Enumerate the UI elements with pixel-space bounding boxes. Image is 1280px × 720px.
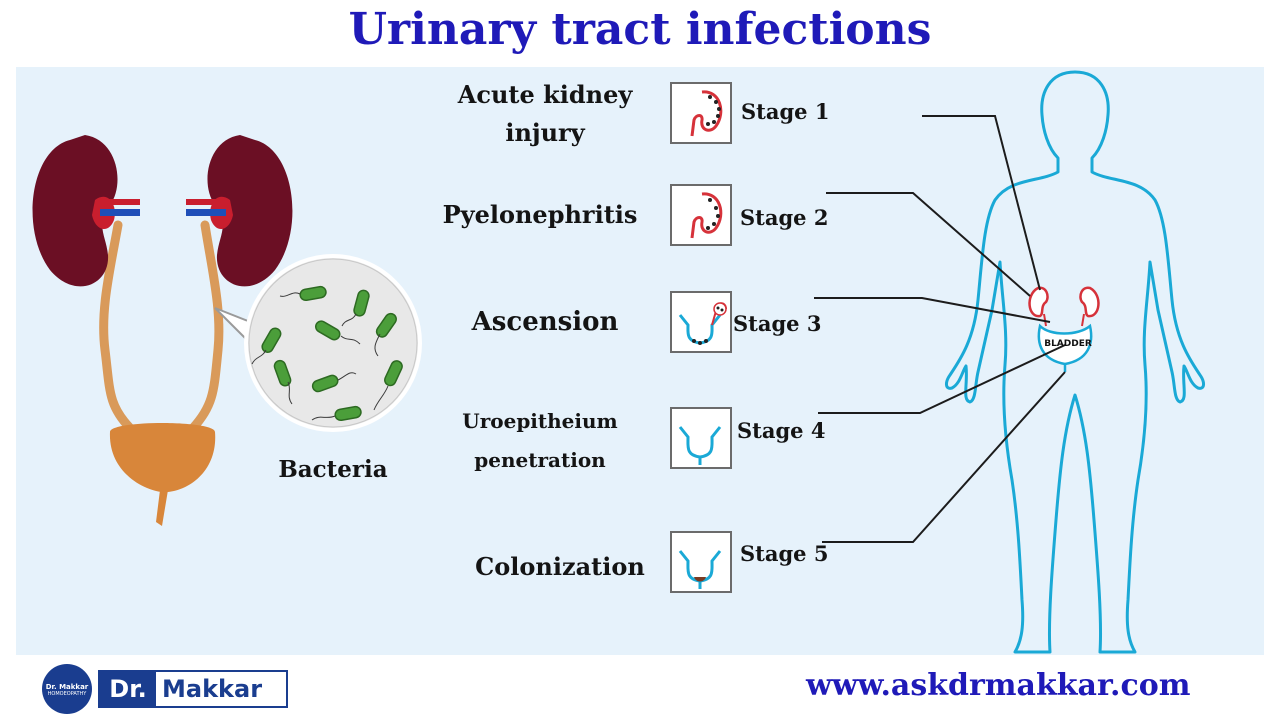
right-kidney [207, 135, 293, 287]
website-link[interactable]: www.askdrmakkar.com [806, 668, 1191, 703]
leader-line-stage-4 [818, 344, 1066, 414]
left-renal-vein [100, 209, 140, 216]
right-ureter [188, 220, 224, 433]
stage-1-kidney-icon [670, 82, 732, 144]
left-kidney [32, 135, 118, 287]
urethra [156, 490, 168, 526]
leader-line-stage-3 [814, 297, 1051, 323]
condition-stage-1: Acute kidney injury [457, 80, 633, 148]
condition-stage-3: Ascension [471, 307, 619, 337]
stage-1-label: Stage 1 [741, 99, 830, 124]
right-renal-vein [186, 209, 226, 216]
condition-stage-5: Colonization [475, 552, 645, 581]
logo-wordmark: Dr.Makkar [98, 670, 288, 708]
bacteria-flagella [251, 292, 389, 421]
left-ureter [99, 220, 135, 433]
logo-badge: Dr. Makkar HOMOEOPATHY [42, 664, 92, 714]
condition-stage-4: Uroepitheium penetration [462, 409, 618, 472]
bladder-shape [109, 423, 216, 493]
dr-makkar-logo: Dr. Makkar HOMOEOPATHY Dr.Makkar [42, 664, 290, 714]
condition-stage-2: Pyelonephritis [442, 200, 638, 229]
stage-5-bladder-colonized-icon [670, 531, 732, 593]
bacteria-cluster [261, 285, 403, 422]
right-renal-artery [186, 199, 226, 205]
bladder-label: BLADDER [1044, 339, 1092, 349]
stage-4-label: Stage 4 [737, 418, 826, 443]
stage-2-kidney-icon [670, 184, 732, 246]
page-title: Urinary tract infections [348, 4, 932, 55]
stage-5-label: Stage 5 [740, 541, 829, 566]
logo-name: Makkar [156, 672, 263, 706]
logo-dr: Dr. [100, 672, 156, 706]
stage-2-label: Stage 2 [740, 205, 829, 230]
stage-3-bladder-kidney-icon [670, 291, 732, 353]
leader-line-stage-1 [922, 115, 1041, 291]
leader-line-stage-5 [822, 371, 1066, 543]
left-renal-artery [100, 199, 140, 205]
stage-3-label: Stage 3 [733, 311, 822, 336]
stage-4-bladder-icon [670, 407, 732, 469]
bacteria-label: Bacteria [278, 456, 388, 483]
body-left-kidney-icon [1028, 286, 1049, 318]
body-right-kidney-icon [1079, 286, 1100, 318]
body-outline [945, 70, 1205, 654]
leader-line-stage-2 [826, 192, 1031, 297]
